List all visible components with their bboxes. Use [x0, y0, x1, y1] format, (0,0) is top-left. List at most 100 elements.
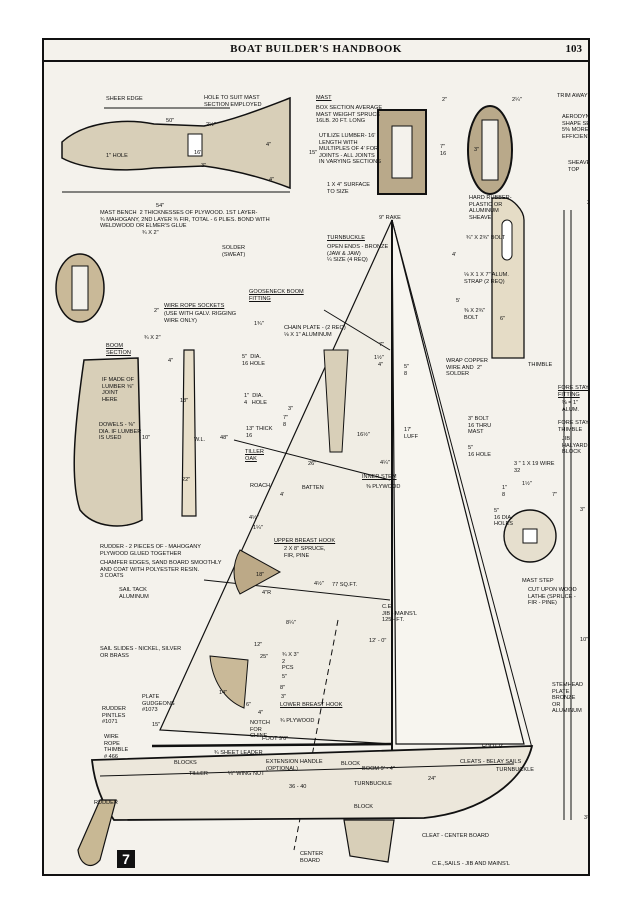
label-dim-2-25: 2¼"	[512, 97, 522, 103]
label-center-board: CENTER BOARD	[300, 851, 323, 864]
label-dim-3side: 3"	[288, 406, 294, 412]
label-dim-4ft: 4'	[452, 252, 457, 258]
label-blocks: BLOCKS	[174, 760, 197, 766]
label-ce-jib: C.E. JIB - MAINS'L 125 - FT.	[382, 604, 417, 624]
center-board-shape	[343, 819, 395, 863]
label-dim-4-25: 4¼"	[380, 460, 390, 466]
label-dim-15: 15"	[309, 150, 318, 156]
label-alum-strap: ⅛ X 1 X 7" ALUM. STRAP (2 REQ)	[464, 272, 509, 285]
label-mast-bench: MAST BENCH 2 THICKNESSES OF PLYWOOD. 1ST…	[100, 210, 270, 230]
label-dim-2in: 2"	[587, 200, 590, 206]
label-dim-2m: 2"	[442, 97, 448, 103]
label-solder: SOLDER (SWEAT)	[222, 245, 246, 258]
mast-box-inner	[391, 125, 413, 179]
label-dim-3in: 3"	[474, 147, 480, 153]
label-block-1: BLOCK	[341, 761, 360, 767]
label-spruce: 2 X 8" SPRUCE, FIR, PINE	[284, 546, 326, 559]
label-cut-upon-wood: CUT UPON WOOD LATHE (SPRUCE - FIR - PINE…	[528, 587, 577, 607]
label-jib-halyard: JIB HALYARD BLOCK	[562, 436, 588, 456]
label-dim-48: 48"	[220, 435, 229, 441]
label-dim-3c: 3"	[281, 694, 287, 700]
label-dim-4b: 4"	[269, 177, 275, 183]
label-dim-50: 50"	[166, 118, 175, 124]
label-boom-section: BOOM SECTION	[106, 343, 131, 356]
rudder-shape	[73, 357, 143, 527]
label-dim-4: 4"	[266, 142, 272, 148]
hull-sheer	[99, 763, 515, 777]
page-number: 103	[565, 43, 583, 55]
label-dim-4ft2: 4'	[280, 492, 285, 498]
label-cleat-center-board: CLEAT - CENTER BOARD	[422, 833, 489, 839]
boom-section-core	[71, 265, 89, 311]
label-dim-7: 7"	[379, 342, 385, 348]
mast-bench-hole	[187, 133, 203, 157]
label-dim-4-5b: 4½"	[314, 581, 324, 587]
label-pcs: ¾ X 3" 2 PCS	[282, 652, 299, 672]
label-ce-sails: C.E.,SAILS - JIB AND MAINS'L	[432, 861, 510, 867]
label-bolt-2: ⅜ X 2¾" BOLT	[464, 308, 486, 321]
label-roach: ROACH	[250, 483, 271, 489]
label-boom: BOOM 9' - 4"	[362, 766, 395, 772]
label-mast: MAST	[316, 95, 332, 101]
label-wl: W.L.	[194, 437, 206, 443]
label-dim-3-5: 3½"	[584, 815, 588, 821]
label-lumber-joint: IF MADE OF LUMBER ⅝" JOINT HERE	[102, 377, 135, 403]
label-aerodynamic: AERODYNAMIC SHAPE SECTION 5% MORE EFFICI…	[562, 114, 590, 140]
label-dim-6b: 6"	[246, 702, 252, 708]
label-bolt-thru-mast: 3" BOLT 16 THRU MAST	[468, 416, 492, 436]
label-dim-12b: 12"	[254, 642, 263, 648]
hull-shape	[91, 745, 534, 821]
label-sail-tack: SAIL TACK ALUMINUM	[119, 587, 149, 600]
batten-line-1	[233, 439, 391, 481]
boom-line	[151, 742, 393, 748]
label-dim-7-16: 7" 16	[440, 144, 447, 157]
label-dia-holes: 5" 16 DIA. HOLES	[494, 508, 513, 528]
label-dim-14: 14"	[219, 690, 228, 696]
label-x2-bolt: ¾" X 2¾" BOLT	[466, 235, 506, 241]
label-stemhead: STEMHEAD PLATE BRONZE OR ALUMINUM	[552, 682, 584, 715]
batten-line-2	[203, 579, 391, 601]
label-dia-hole2: 1" DIA. 4 HOLE	[244, 393, 268, 406]
label-box-section: BOX SECTION AVERAGE MAST WEIGHT SPRUCE 1…	[316, 105, 383, 125]
label-wire-1x19: 3 " 1 X 19 WIRE 32	[514, 461, 555, 474]
label-dim-3-4x2: ¾ X 2"	[142, 230, 159, 236]
label-wing-nut: ¼" WING NUT	[228, 771, 265, 777]
mast-step-hole	[522, 528, 538, 544]
label-dim-3: 3"	[201, 163, 207, 169]
label-upper-breast-hook: UPPER BREAST HOOK	[274, 538, 336, 544]
sheave-mast-top-shape	[491, 197, 525, 359]
label-dim-15b: 15"	[152, 722, 161, 728]
rudder-blade-shape	[77, 799, 117, 867]
label-gooseneck: GOOSENECK BOOM FITTING	[249, 289, 304, 302]
label-inner-stem: INNER STEM	[362, 474, 397, 480]
label-batten: BATTEN	[302, 485, 324, 491]
label-turnbuckle-title: TURNBUCKLE	[327, 235, 365, 241]
label-dim-5-8: 5" 8	[404, 364, 410, 377]
label-dim-3b: 3"	[580, 507, 586, 513]
label-dim-26: 26"	[308, 461, 317, 467]
label-dim-1-25: 1¼"	[253, 525, 263, 531]
label-dim-12: 12' - 0"	[369, 638, 387, 644]
label-dim-8: 8"	[280, 685, 286, 691]
forestay	[391, 219, 533, 749]
label-dim-10b: 10"	[580, 637, 589, 643]
label-alum-plate: ⅛ = 1" ALUM.	[562, 400, 580, 413]
label-turnbuckle-2: TURNBUCKLE	[496, 767, 534, 773]
handbook-page: BOAT BUILDER'S HANDBOOK 103	[42, 38, 590, 876]
label-dim-18-8: 1" 8	[502, 485, 508, 498]
label-trim-away: TRIM AWAY	[557, 93, 588, 99]
label-wire-rope-thimble: WIRE ROPE THIMBLE # 466	[104, 734, 129, 760]
label-sheave-mast-top: SHEAVE MAST TOP	[568, 160, 590, 173]
label-dim-17: 17' LUFF	[404, 427, 418, 440]
label-dim-5in: 5"	[282, 674, 288, 680]
label-surface: 1 X 4" SURFACE TO SIZE	[327, 182, 371, 195]
label-dim-1-5: 1½"	[374, 355, 384, 361]
label-rake: 9" RAKE	[379, 215, 401, 221]
label-rudder-pintles: RUDDER PINTLES #1071	[102, 706, 126, 726]
batten-line-3	[323, 309, 391, 351]
sheave-slot	[501, 219, 513, 261]
label-dowels: DOWELS - ⅜" DIA. IF LUMBER IS USED	[99, 422, 142, 442]
label-sheer-edge: SHEER EDGE	[106, 96, 143, 102]
label-dim-3-4x2b: ¾ X 2"	[144, 335, 161, 341]
inner-stem-shape	[323, 349, 349, 453]
